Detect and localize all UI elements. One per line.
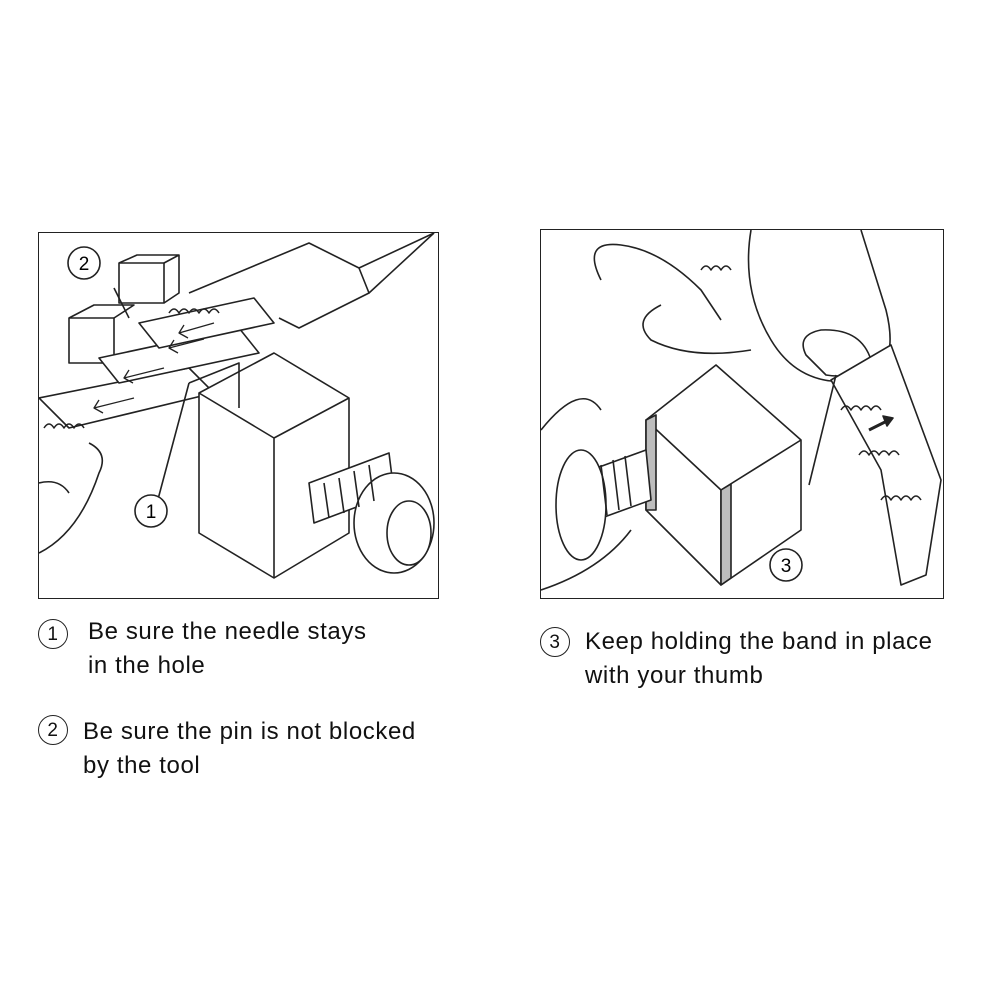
svg-text:3: 3 [781, 556, 792, 577]
thumb-hold-drawing: 3 [541, 230, 942, 591]
finger-top [593, 243, 722, 321]
direction-arrows [93, 322, 215, 414]
illustration-left: 2 1 [38, 232, 439, 599]
instruction-1-number: 1 [38, 619, 68, 649]
tool-handle [188, 233, 435, 329]
instruction-2-number: 2 [38, 715, 68, 745]
marker-2: 2 [67, 246, 101, 280]
band [830, 344, 942, 586]
svg-text:2: 2 [79, 254, 90, 275]
svg-text:1: 1 [146, 502, 157, 523]
instruction-2-line-2: by the tool [83, 752, 201, 779]
instruction-1-line-1: Be sure the needle stays [88, 618, 367, 645]
side-block [68, 317, 115, 364]
illustration-right: 3 [540, 229, 944, 599]
knob [555, 449, 652, 561]
knob [308, 452, 435, 574]
instruction-3-line-1: Keep holding the band in place [585, 628, 933, 655]
instruction-3-line-2: with your thumb [585, 662, 764, 689]
instruction-3-number: 3 [540, 627, 570, 657]
hand [39, 442, 104, 554]
instruction-2-line-1: Be sure the pin is not blocked [83, 718, 416, 745]
pin-removal-drawing: 2 1 [39, 233, 435, 579]
instruction-1-line-2: in the hole [88, 652, 206, 679]
top-block [118, 262, 165, 304]
marker-1: 1 [134, 494, 168, 528]
band-links [39, 297, 275, 429]
marker-3: 3 [769, 548, 803, 582]
